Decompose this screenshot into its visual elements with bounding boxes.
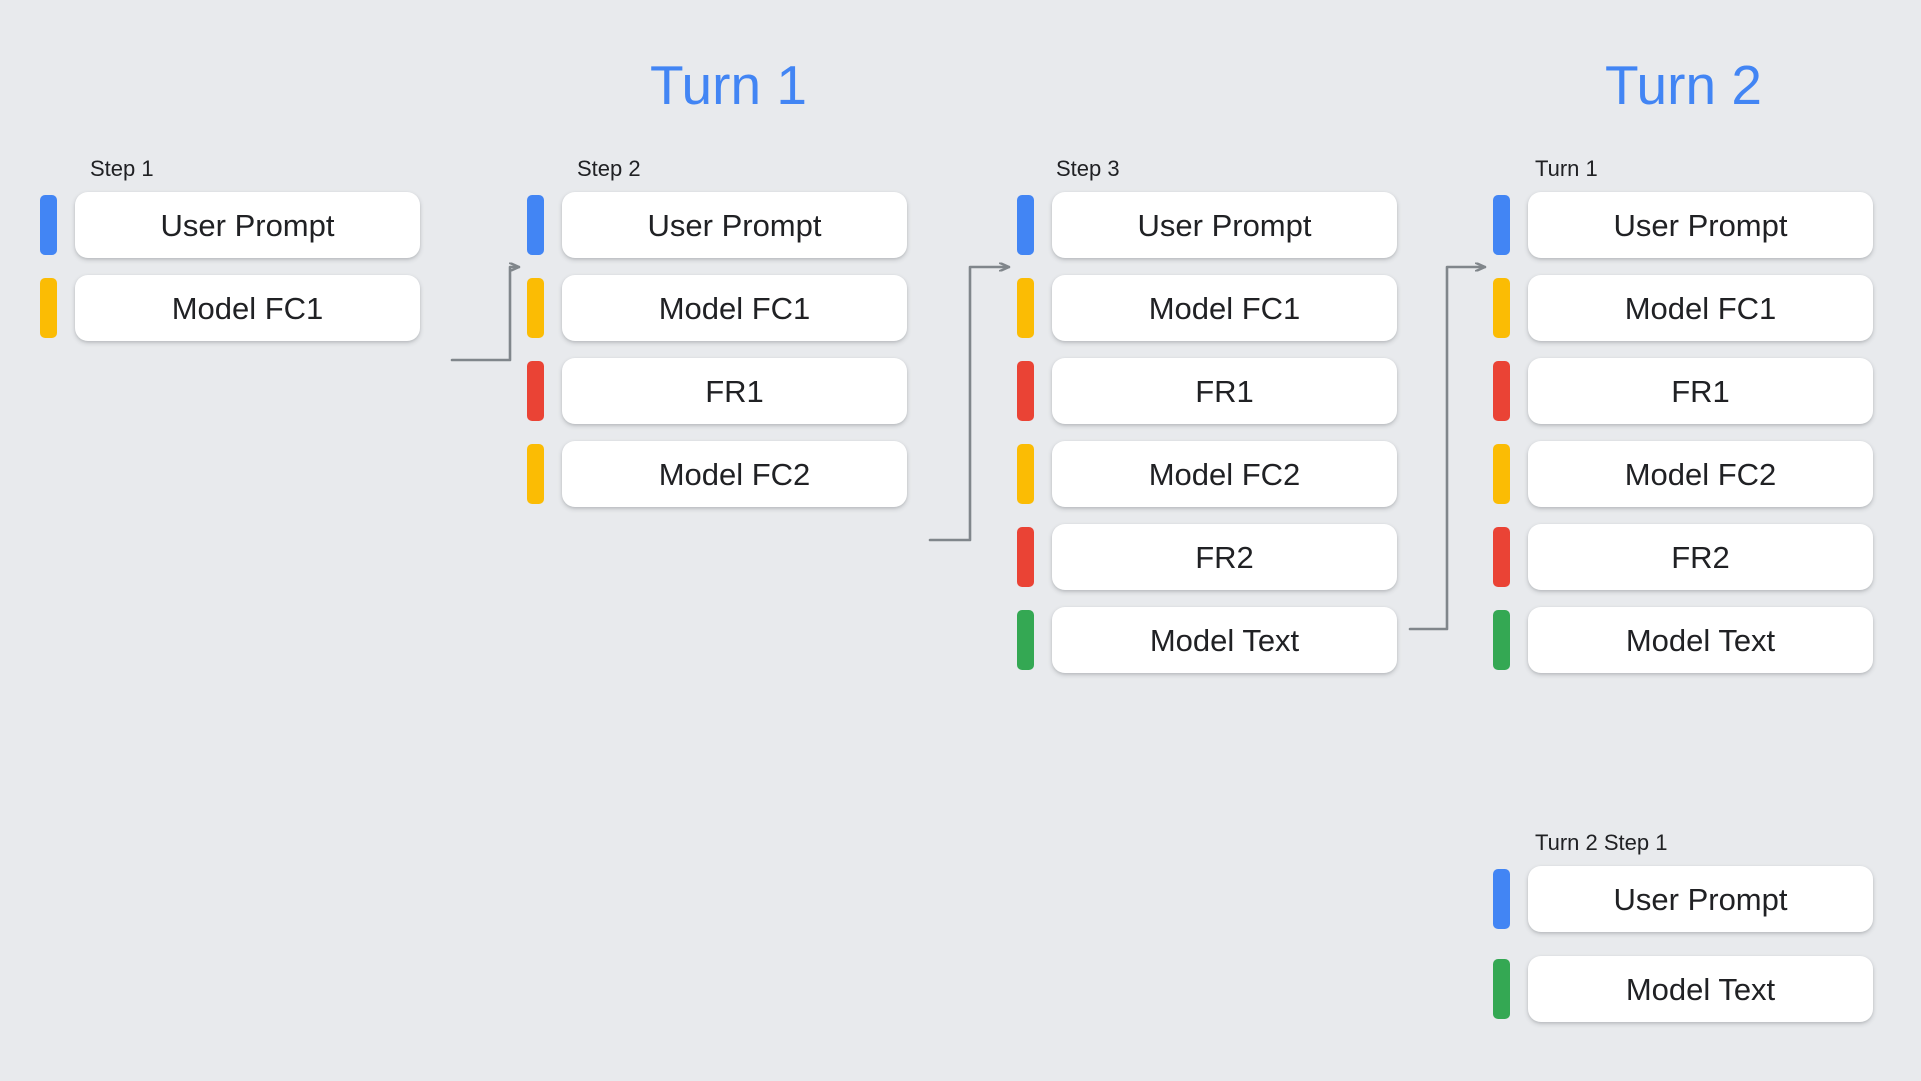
type-bar-red — [1493, 361, 1510, 421]
card-user-prompt[interactable]: User Prompt — [1052, 192, 1397, 258]
type-bar-blue — [1493, 869, 1510, 929]
card-model-fc1[interactable]: Model FC1 — [562, 275, 907, 341]
card-label: Model FC1 — [171, 290, 324, 326]
type-bar-red — [1017, 527, 1034, 587]
card-label: User Prompt — [1137, 207, 1312, 243]
card-model-text[interactable]: Model Text — [1528, 607, 1873, 673]
type-bar-yellow — [1017, 278, 1034, 338]
type-bar-blue — [40, 195, 57, 255]
type-bar-blue — [1493, 195, 1510, 255]
turn-1-title: Turn 1 — [650, 54, 807, 116]
card-model-fc2[interactable]: Model FC2 — [1052, 441, 1397, 507]
connector-step2-to-step3 — [928, 267, 1011, 542]
column-label-step-3: Step 3 — [1056, 156, 1120, 181]
card-label: Model FC1 — [1148, 290, 1301, 326]
turn-2-title: Turn 2 — [1605, 54, 1762, 116]
column-label-turn-1: Turn 1 — [1535, 156, 1598, 181]
card-label: Model Text — [1149, 622, 1300, 658]
card-label: FR2 — [1195, 539, 1254, 575]
card-fr1[interactable]: FR1 — [1052, 358, 1397, 424]
type-bar-yellow — [40, 278, 57, 338]
type-bar-red — [1493, 527, 1510, 587]
card-user-prompt[interactable]: User Prompt — [562, 192, 907, 258]
card-label: User Prompt — [160, 207, 335, 243]
type-bar-green — [1017, 610, 1034, 670]
card-fr2[interactable]: FR2 — [1052, 524, 1397, 590]
card-model-text[interactable]: Model Text — [1052, 607, 1397, 673]
card-label: User Prompt — [647, 207, 822, 243]
card-label: Model FC2 — [658, 456, 811, 492]
type-bar-blue — [1017, 195, 1034, 255]
type-bar-yellow — [1017, 444, 1034, 504]
card-label: FR1 — [705, 373, 764, 409]
card-model-fc1[interactable]: Model FC1 — [1052, 275, 1397, 341]
card-model-fc1[interactable]: Model FC1 — [75, 275, 420, 341]
card-label: User Prompt — [1613, 207, 1788, 243]
card-label: FR2 — [1671, 539, 1730, 575]
type-bar-red — [1017, 361, 1034, 421]
type-bar-yellow — [527, 278, 544, 338]
type-bar-yellow — [1493, 278, 1510, 338]
card-user-prompt[interactable]: User Prompt — [1528, 192, 1873, 258]
card-label: Model FC2 — [1148, 456, 1301, 492]
card-model-fc1[interactable]: Model FC1 — [1528, 275, 1873, 341]
card-user-prompt[interactable]: User Prompt — [1528, 866, 1873, 932]
card-model-fc2[interactable]: Model FC2 — [562, 441, 907, 507]
card-label: FR1 — [1671, 373, 1730, 409]
card-label: User Prompt — [1613, 881, 1788, 917]
connector-step3-to-turn2 — [1408, 267, 1487, 631]
column-label-step-2: Step 2 — [577, 156, 641, 181]
card-label: Model FC1 — [1624, 290, 1777, 326]
type-bar-red — [527, 361, 544, 421]
type-bar-blue — [527, 195, 544, 255]
card-model-fc2[interactable]: Model FC2 — [1528, 441, 1873, 507]
card-model-text[interactable]: Model Text — [1528, 956, 1873, 1022]
card-user-prompt[interactable]: User Prompt — [75, 192, 420, 258]
card-label: Model Text — [1625, 971, 1776, 1007]
card-label: Model FC1 — [658, 290, 811, 326]
card-label: FR1 — [1195, 373, 1254, 409]
card-fr1[interactable]: FR1 — [1528, 358, 1873, 424]
card-fr1[interactable]: FR1 — [562, 358, 907, 424]
connector-step1-to-step2 — [450, 267, 521, 362]
card-fr2[interactable]: FR2 — [1528, 524, 1873, 590]
type-bar-green — [1493, 610, 1510, 670]
column-label-step-1: Step 1 — [90, 156, 154, 181]
card-label: Model Text — [1625, 622, 1776, 658]
type-bar-yellow — [1493, 444, 1510, 504]
type-bar-green — [1493, 959, 1510, 1019]
column-label-turn-2-step-1: Turn 2 Step 1 — [1535, 830, 1668, 855]
card-label: Model FC2 — [1624, 456, 1777, 492]
type-bar-yellow — [527, 444, 544, 504]
